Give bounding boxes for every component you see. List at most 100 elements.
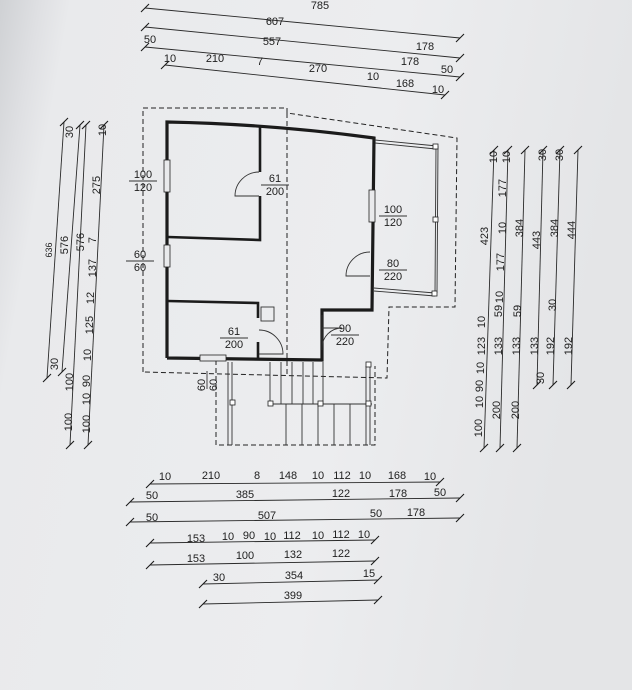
- door-swings: [234, 171, 371, 355]
- opening-height-label: 120: [134, 182, 152, 194]
- dimension-label-right: 30: [537, 149, 549, 161]
- dimension-tick: [140, 3, 150, 13]
- dimension-tick: [538, 145, 548, 155]
- dimension-label-right: 444: [566, 221, 578, 239]
- dimension-label-left: 7: [87, 237, 99, 243]
- dimension-label-left: 90: [81, 375, 93, 387]
- dimension-tick: [555, 145, 565, 155]
- dimension-line-bottom: [149, 539, 376, 544]
- opening-width-label: 80: [387, 258, 399, 270]
- dimension-label-right: 30: [554, 149, 566, 161]
- dimension-label-top: 557: [263, 36, 281, 48]
- interior-walls: [167, 127, 323, 358]
- dimension-label-left: 100: [81, 415, 93, 433]
- dimension-label-bottom: 354: [285, 570, 303, 582]
- dimension-label-bottom: 178: [407, 507, 425, 519]
- dimension-label-bottom: 399: [284, 590, 302, 602]
- dimension-line-bottom: [202, 579, 379, 585]
- dimension-label-right: 10: [475, 362, 487, 374]
- dimension-label-left: 10: [97, 124, 109, 136]
- opening-height-label: 60: [134, 262, 146, 274]
- dimension-label-bottom: 10: [424, 471, 436, 483]
- dimension-label-right: 200: [510, 401, 522, 419]
- dimension-tick: [145, 538, 155, 548]
- dimension-lines: [42, 3, 583, 609]
- dimension-tick: [81, 120, 91, 130]
- dimension-label-left: 636: [44, 242, 54, 257]
- dimension-label-top: 210: [206, 53, 224, 65]
- dimension-tick: [59, 117, 69, 127]
- opening-height-label: 120: [384, 217, 402, 229]
- dimension-line-top: [164, 64, 446, 96]
- dimension-label-bottom: 10: [264, 531, 276, 543]
- dimension-tick: [65, 440, 75, 450]
- roof-outline: [142, 107, 458, 446]
- dimension-tick: [140, 42, 150, 52]
- dimension-label-top: 178: [401, 56, 419, 68]
- dimension-label-bottom: 112: [332, 529, 350, 541]
- dimension-tick: [573, 145, 583, 155]
- dimension-tick: [75, 120, 85, 130]
- dimension-tick: [140, 22, 150, 32]
- dimension-label-bottom: 50: [146, 512, 158, 524]
- dimension-label-left: 275: [91, 176, 103, 194]
- dimension-label-top: 7: [257, 56, 263, 68]
- dimension-label-right: 192: [563, 337, 575, 355]
- dimension-label-right: 30: [547, 299, 559, 311]
- dimension-tick: [145, 560, 155, 570]
- dimension-line-bottom: [149, 481, 441, 485]
- dimension-label-bottom: 100: [236, 550, 254, 562]
- dimension-tick: [455, 72, 465, 82]
- dimension-tick: [455, 53, 465, 63]
- dimension-line-bottom: [129, 497, 461, 503]
- dimension-label-right: 200: [491, 401, 503, 419]
- dimension-tick: [373, 595, 383, 605]
- dimension-tick: [479, 443, 489, 453]
- dimension-tick: [495, 443, 505, 453]
- dimension-tick: [503, 145, 513, 155]
- opening-height-label: 60: [208, 379, 220, 391]
- dimension-label-bottom: 90: [243, 530, 255, 542]
- dimension-label-top: 168: [396, 78, 414, 90]
- dimension-label-left: 125: [84, 316, 96, 334]
- opening-width-label: 60: [196, 379, 208, 391]
- dimension-tick: [125, 517, 135, 527]
- opening-width-label: 60: [134, 249, 146, 261]
- dimension-tick: [83, 440, 93, 450]
- windows: [163, 159, 376, 362]
- dimension-line-bottom: [202, 599, 379, 605]
- dimension-tick: [99, 120, 109, 130]
- dimension-tick: [198, 599, 208, 609]
- dimension-label-left: 12: [85, 292, 97, 304]
- dimension-label-left: 576: [59, 236, 71, 254]
- opening-width-label: 61: [269, 173, 281, 185]
- dimension-tick: [512, 443, 522, 453]
- dimension-label-left: 30: [64, 126, 76, 138]
- dimension-line-right: [499, 149, 509, 449]
- dimension-label-right: 384: [514, 219, 526, 237]
- dimension-label-top: 178: [416, 41, 434, 53]
- dimension-tick: [435, 477, 445, 487]
- dimension-label-right: 423: [479, 227, 491, 245]
- dimension-tick: [370, 535, 380, 545]
- dimension-label-bottom: 385: [236, 489, 254, 501]
- dimension-line-right: [536, 149, 544, 386]
- terrace: [373, 139, 439, 297]
- dimension-label-right: 133: [529, 337, 541, 355]
- dimension-tick: [370, 556, 380, 566]
- dimension-label-left: 137: [87, 259, 99, 277]
- dimension-tick: [455, 493, 465, 503]
- dimension-label-right: 133: [493, 337, 505, 355]
- opening-width-label: 61: [228, 326, 240, 338]
- dimension-label-right: 59: [493, 305, 505, 317]
- dimension-label-right: 59: [512, 305, 524, 317]
- dimension-label-right: 10: [474, 396, 486, 408]
- dimension-label-bottom: 153: [187, 553, 205, 565]
- dimension-label-top: 10: [164, 53, 176, 65]
- dimension-label-right: 133: [511, 337, 523, 355]
- dimension-label-right: 10: [488, 151, 500, 163]
- opening-width-label: 100: [384, 204, 402, 216]
- dimension-label-top: 607: [266, 16, 284, 28]
